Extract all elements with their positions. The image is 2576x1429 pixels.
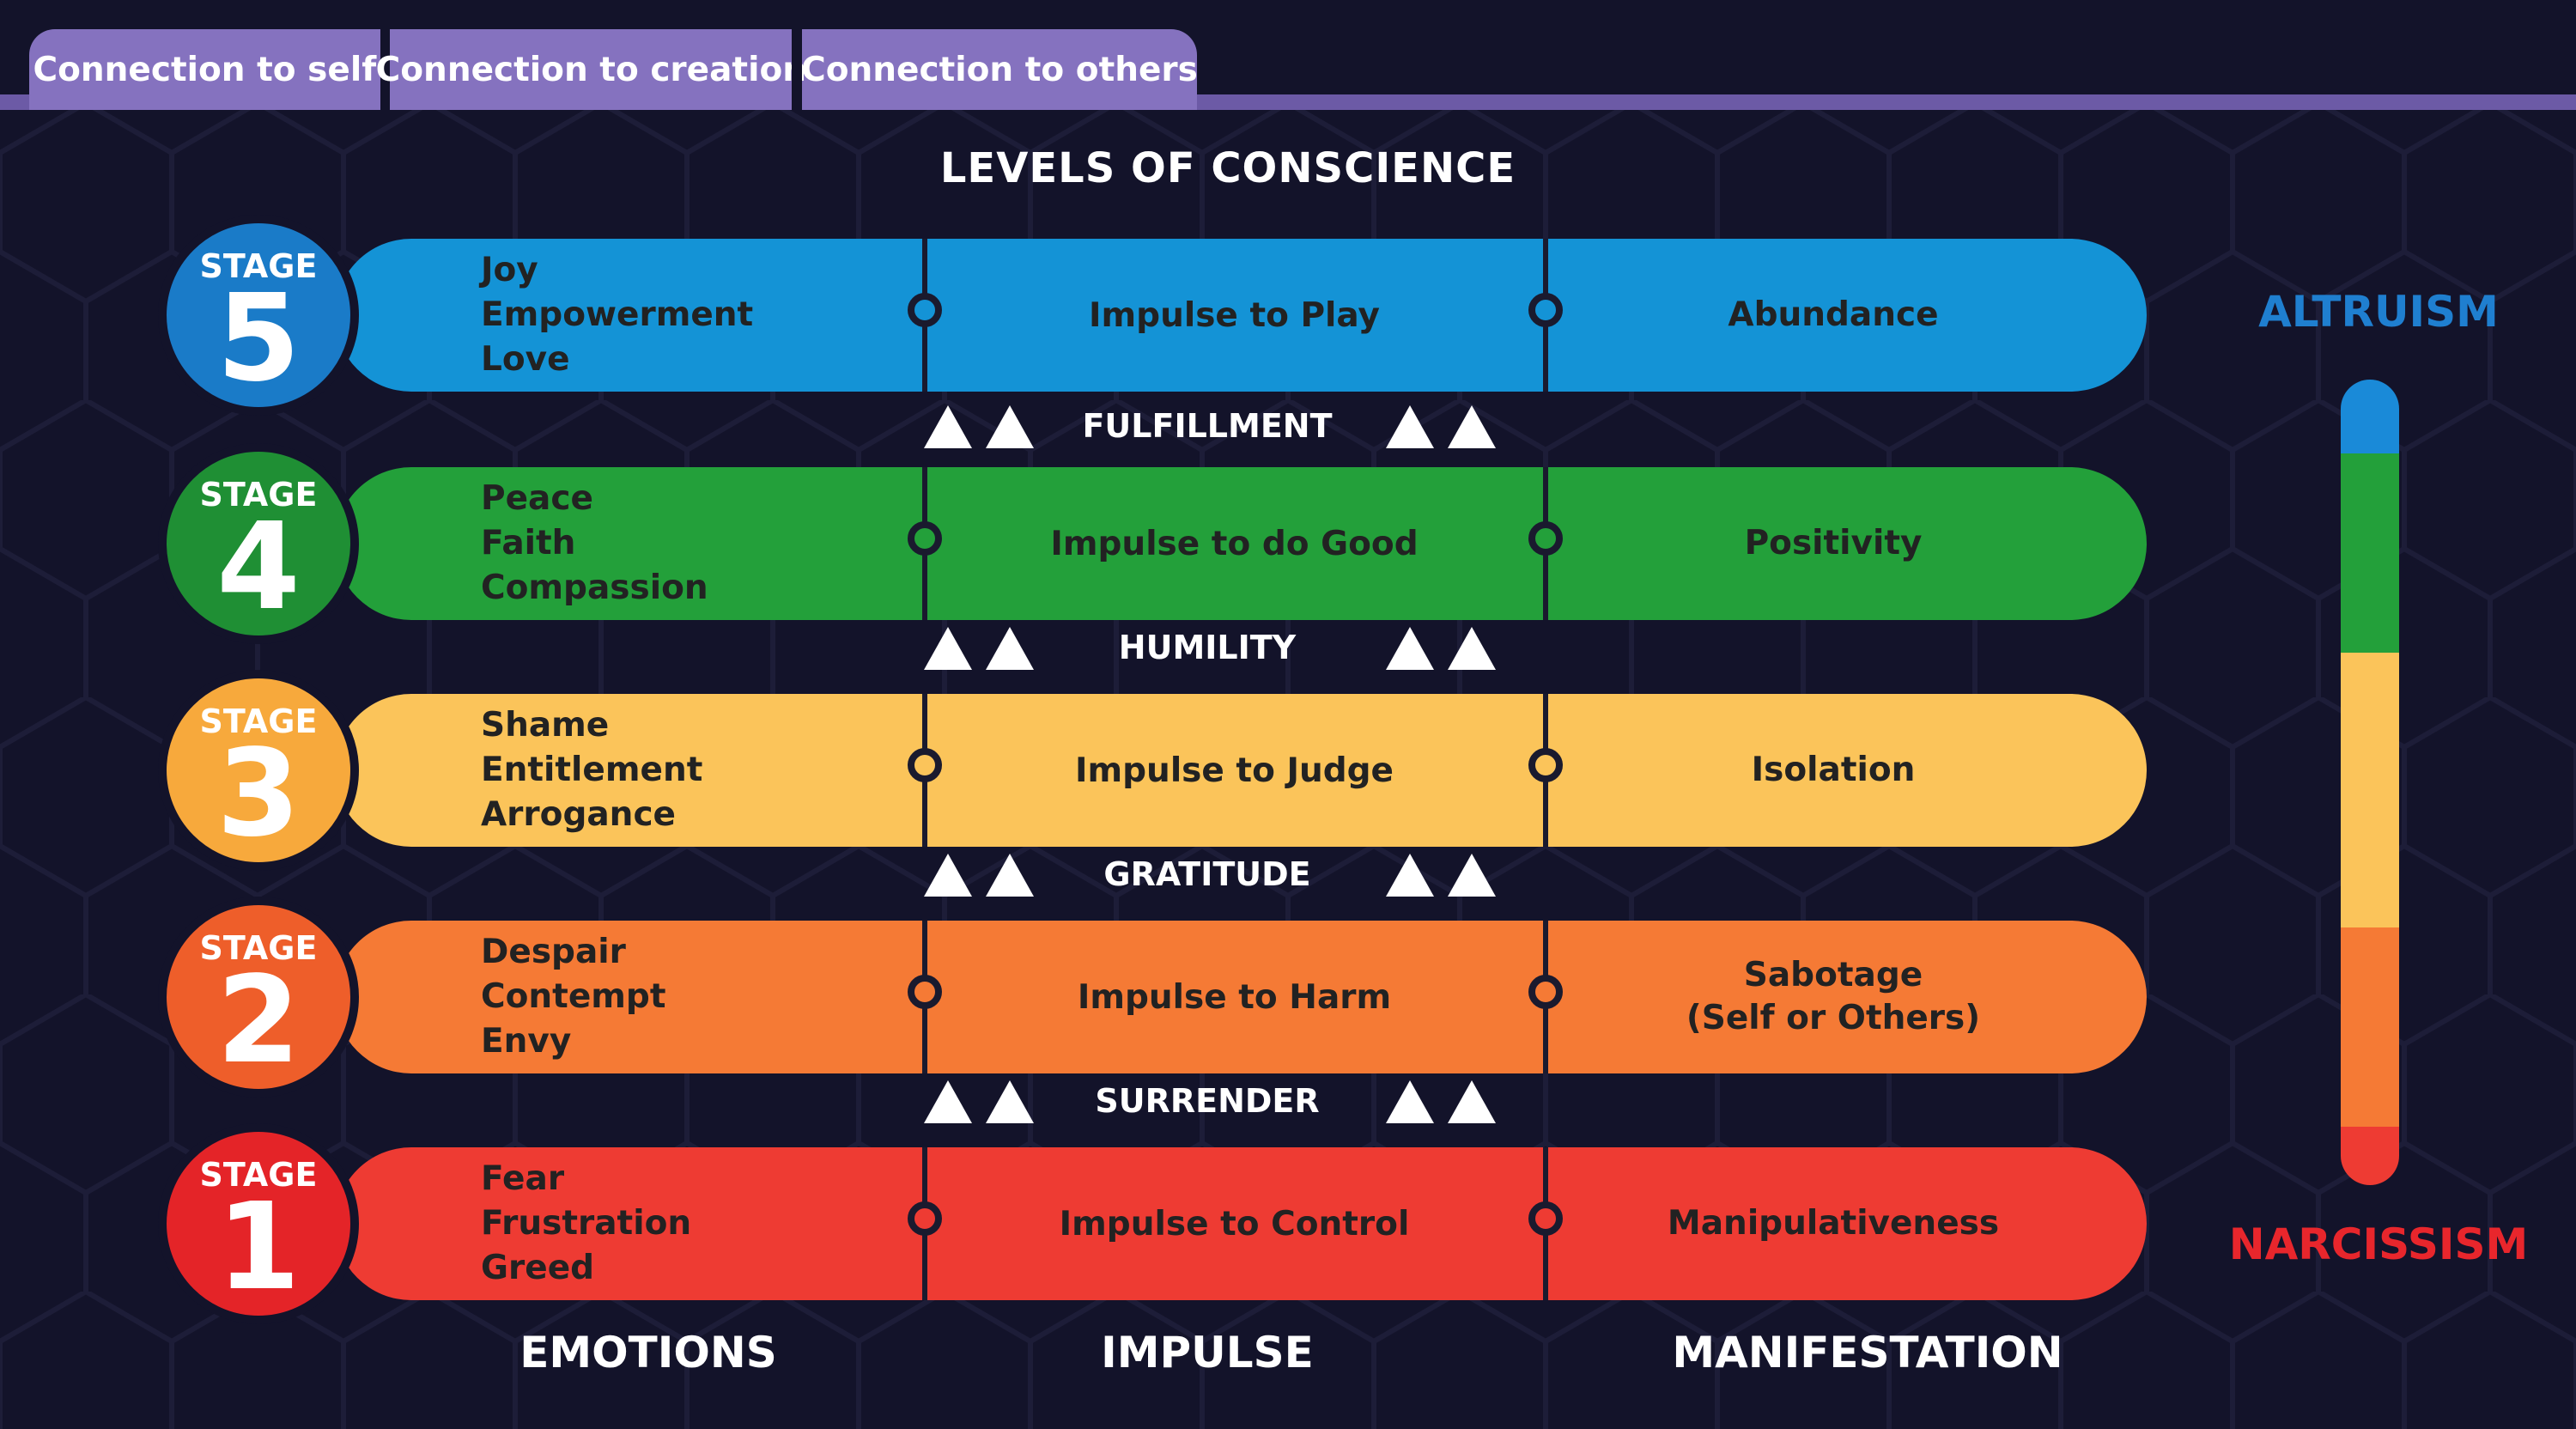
impulse-cell: Impulse to Judge: [1074, 751, 1394, 790]
connector-dot: [1528, 293, 1563, 327]
impulse-cell: Impulse to Harm: [1077, 977, 1392, 1017]
stage-number: 2: [216, 951, 301, 1091]
stage-number: 5: [216, 269, 301, 409]
connector-dot: [908, 293, 942, 327]
tab-separator: [792, 29, 802, 110]
tab-connection-to-self[interactable]: Connection to self: [33, 50, 377, 89]
emotion-label: Entitlement: [481, 751, 703, 789]
connector-dot: [908, 748, 942, 782]
stage-number: 3: [216, 724, 301, 864]
emotion-label: Contempt: [481, 977, 666, 1016]
up-arrow-icon: [1386, 627, 1434, 670]
tab-connection-to-creation[interactable]: Connection to creation: [375, 50, 807, 89]
emotion-label: Compassion: [481, 569, 708, 607]
virtue-label: SURRENDER: [1095, 1082, 1320, 1120]
stage-number: 1: [216, 1177, 301, 1317]
stage-word: STAGE: [199, 929, 318, 967]
altruism-narcissism-scale: [2341, 380, 2399, 1185]
impulse-cell: Impulse to Control: [1059, 1204, 1410, 1244]
up-arrow-icon: [924, 854, 972, 897]
emotion-label: Shame: [481, 706, 610, 745]
page-title: LEVELS OF CONSCIENCE: [939, 144, 1516, 192]
connector-dot: [1528, 1201, 1563, 1236]
emotion-label: Fear: [481, 1159, 565, 1198]
up-arrow-icon: [986, 1080, 1034, 1123]
manifestation-cell: Abundance: [1728, 295, 1939, 334]
connector-dot: [908, 1201, 942, 1236]
up-arrow-icon: [1448, 405, 1496, 448]
emotion-label: Empowerment: [481, 295, 754, 334]
scale-segment-green: [2341, 453, 2399, 653]
emotion-label: Envy: [481, 1022, 572, 1061]
column-header-emotions: EMOTIONS: [519, 1328, 777, 1377]
virtue-label: FULFILLMENT: [1082, 407, 1333, 445]
manifestation-cell: Isolation: [1751, 751, 1916, 789]
column-header-impulse: IMPULSE: [1101, 1328, 1314, 1377]
impulse-cell: Impulse to do Good: [1050, 524, 1419, 563]
stage-number: 4: [216, 497, 301, 637]
up-arrow-icon: [1448, 1080, 1496, 1123]
connector-dot: [1528, 748, 1563, 782]
up-arrow-icon: [924, 1080, 972, 1123]
emotion-label: Greed: [481, 1249, 595, 1287]
connector-dot: [908, 521, 942, 556]
up-arrow-icon: [1448, 854, 1496, 897]
up-arrow-icon: [986, 405, 1034, 448]
emotion-label: Love: [481, 340, 570, 379]
up-arrow-icon: [986, 854, 1034, 897]
manifestation-cell: Sabotage (Self or Others): [1686, 956, 1981, 1037]
manifestation-cell: Manipulativeness: [1667, 1204, 2000, 1243]
up-arrow-icon: [1386, 405, 1434, 448]
scale-segment-blue: [2341, 380, 2399, 453]
emotion-label: Arrogance: [481, 795, 677, 834]
stage-word: STAGE: [199, 702, 318, 740]
scale-segment-orange: [2341, 927, 2399, 1127]
emotion-label: Frustration: [481, 1204, 692, 1243]
scale-segment-yellow: [2341, 653, 2399, 927]
stage-word: STAGE: [199, 247, 318, 285]
connector-dot: [908, 975, 942, 1009]
tab-connection-to-others[interactable]: Connection to others: [801, 50, 1198, 89]
manifestation-cell: Positivity: [1744, 524, 1923, 562]
stage-word: STAGE: [199, 1156, 318, 1194]
scale-segment-red: [2341, 1127, 2399, 1185]
impulse-cell: Impulse to Play: [1089, 295, 1380, 335]
connector-dot: [1528, 975, 1563, 1009]
emotion-label: Faith: [481, 524, 576, 562]
up-arrow-icon: [1386, 854, 1434, 897]
up-arrow-icon: [924, 627, 972, 670]
up-arrow-icon: [924, 405, 972, 448]
up-arrow-icon: [1448, 627, 1496, 670]
emotion-label: Peace: [481, 479, 593, 518]
column-header-manifestation: MANIFESTATION: [1672, 1328, 2063, 1377]
virtue-label: GRATITUDE: [1103, 855, 1311, 893]
altruism-label: ALTRUISM: [2258, 287, 2499, 337]
virtue-label: HUMILITY: [1118, 629, 1297, 666]
narcissism-label: NARCISSISM: [2228, 1219, 2529, 1269]
tab-separator: [380, 29, 391, 110]
tab-strip: Connection to self Connection to creatio…: [29, 29, 1198, 110]
emotion-label: Joy: [481, 251, 538, 289]
tab-bar: Connection to self Connection to creatio…: [0, 0, 2576, 120]
up-arrow-icon: [986, 627, 1034, 670]
emotion-label: Despair: [481, 933, 626, 971]
stage-word: STAGE: [199, 476, 318, 514]
connector-dot: [1528, 521, 1563, 556]
up-arrow-icon: [1386, 1080, 1434, 1123]
